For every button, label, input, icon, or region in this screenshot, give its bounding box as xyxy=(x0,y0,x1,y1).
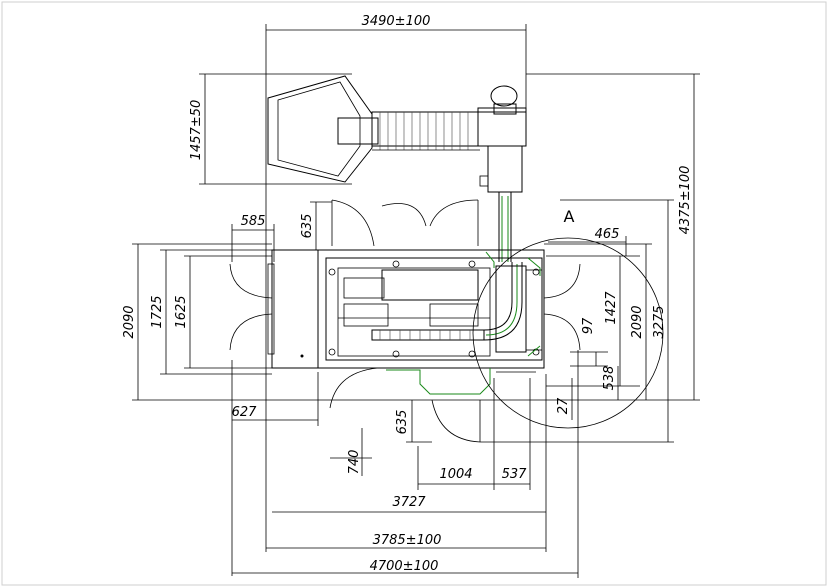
conveyor-assembly xyxy=(267,75,527,262)
dim-chute-width: 585 xyxy=(241,214,266,229)
dim-left-inner: 1625 xyxy=(174,295,189,328)
dimension-lines xyxy=(132,24,700,578)
dim-1004: 1004 xyxy=(439,467,472,482)
dimension-labels: 3490±100 1457±50 4375±100 585 635 A 465 … xyxy=(122,14,693,574)
dim-left-mid: 1725 xyxy=(150,295,165,328)
dim-right-offset: 465 xyxy=(595,227,620,242)
dim-3785: 3785±100 xyxy=(373,533,442,548)
dim-right-2090: 2090 xyxy=(630,305,645,338)
dim-right-1427: 1427 xyxy=(604,291,619,325)
dim-conveyor-height: 1457±50 xyxy=(189,100,204,161)
dim-right-27: 27 xyxy=(556,397,571,414)
dim-chute-depth: 635 xyxy=(300,214,315,239)
dim-right-97: 97 xyxy=(581,317,596,334)
dim-bottom-635: 635 xyxy=(395,410,410,435)
dim-top-width: 3490±100 xyxy=(362,14,431,29)
dim-3727: 3727 xyxy=(392,495,426,510)
dim-537: 537 xyxy=(502,467,528,482)
dim-left-total: 2090 xyxy=(122,305,137,338)
dim-bottom-740: 740 xyxy=(347,450,362,475)
base-platform xyxy=(271,249,545,369)
detail-label-a: A xyxy=(564,207,575,226)
dim-overall-height: 4375±100 xyxy=(678,166,693,235)
dim-left-627: 627 xyxy=(232,405,258,420)
dim-4700: 4700±100 xyxy=(370,559,439,574)
dim-right-538: 538 xyxy=(602,366,617,391)
door-swings xyxy=(229,199,581,443)
detail-a-circle xyxy=(472,237,664,429)
dim-right-3275: 3275 xyxy=(652,305,667,338)
